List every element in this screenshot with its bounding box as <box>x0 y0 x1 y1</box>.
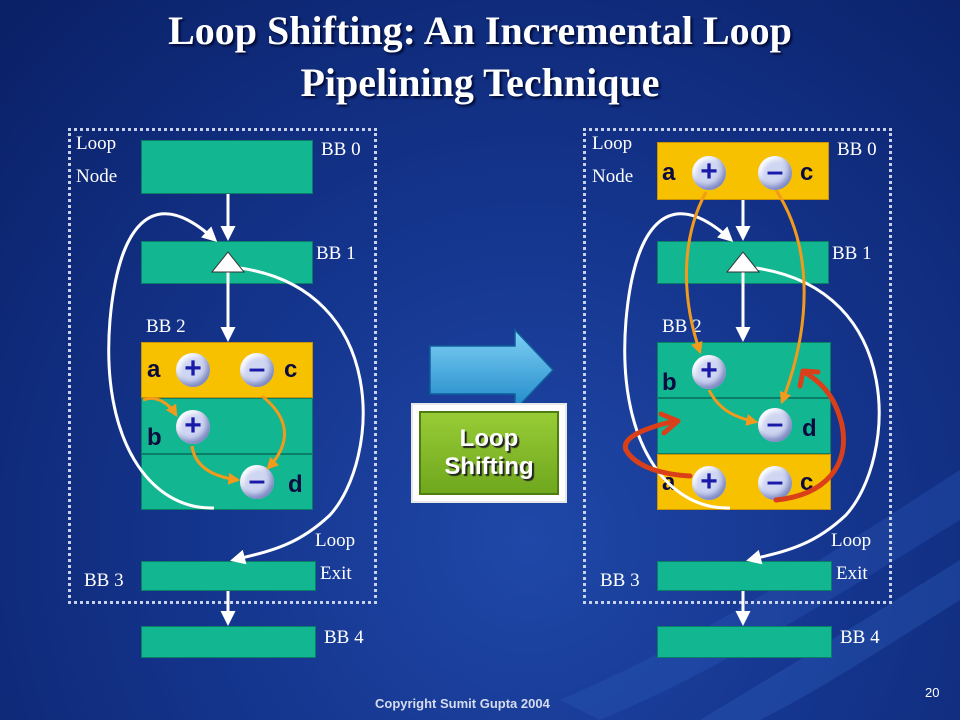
left-dependency-edges <box>142 394 286 485</box>
copyright-footer: Copyright Sumit Gupta 2004 <box>375 696 550 711</box>
right-bb0 <box>657 142 829 200</box>
right-bb3-label: BB 3 <box>600 570 640 591</box>
right-control-flow-edges <box>623 200 881 626</box>
right-loop-node-triangle <box>725 251 761 273</box>
loop-shifting-label-1: Loop <box>459 425 519 452</box>
left-loop-exit-label-1: Loop <box>315 530 356 551</box>
loop-shifting-button-face: Loop Shifting <box>419 411 559 495</box>
slide-title-line1: Loop Shifting: An Incremental Loop <box>168 8 792 53</box>
left-loop-node-label-1: Loop <box>76 133 117 154</box>
left-bb0-label: BB 0 <box>321 139 361 160</box>
left-bb4-label: BB 4 <box>324 627 364 648</box>
right-bb3 <box>657 561 832 591</box>
left-var-d: d <box>288 471 303 498</box>
right-bot-add-op: + <box>692 466 726 500</box>
left-bb2-row1 <box>141 342 313 398</box>
right-bb4-label: BB 4 <box>840 627 880 648</box>
left-bb3 <box>141 561 316 591</box>
right-bot-sub-op: – <box>758 466 792 500</box>
right-sub-op-d: – <box>758 408 792 442</box>
left-bb0 <box>141 140 313 194</box>
right-loop-exit-label-1: Loop <box>831 530 872 551</box>
right-shift-arrows <box>622 368 846 503</box>
right-dependency-edges <box>685 189 806 426</box>
left-add-op-a: + <box>176 353 210 387</box>
right-loop-node-label-1: Loop <box>592 133 633 154</box>
left-loop-node-triangle <box>210 251 246 273</box>
left-bb4 <box>141 626 316 658</box>
right-loop-frame <box>583 128 892 604</box>
loop-shifting-button[interactable]: Loop Shifting <box>411 403 567 503</box>
left-var-b: b <box>147 424 162 451</box>
slide-title-line2: Pipelining Technique <box>300 60 660 105</box>
left-var-a: a <box>147 356 161 383</box>
right-bb0-sub-op: – <box>758 156 792 190</box>
right-bb4 <box>657 626 832 658</box>
left-loop-exit-label-2: Exit <box>320 563 352 584</box>
right-bb0-var-a: a <box>662 159 676 186</box>
right-loop-exit-label-2: Exit <box>836 563 868 584</box>
right-bb0-add-op: + <box>692 156 726 190</box>
left-var-c: c <box>284 356 298 383</box>
left-control-flow-edges <box>107 194 365 626</box>
left-bb2-label: BB 2 <box>146 316 186 337</box>
right-loop-node-label-2: Node <box>592 166 634 187</box>
right-add-op-b: + <box>692 355 726 389</box>
left-bb1-label: BB 1 <box>316 243 356 264</box>
right-var-d: d <box>802 415 817 442</box>
right-bb2-row3 <box>657 454 831 510</box>
right-bb0-var-c: c <box>800 159 814 186</box>
loop-shifting-label-2: Shifting <box>444 453 534 480</box>
right-bb2-row2 <box>657 398 831 454</box>
left-sub-op-c: – <box>240 353 274 387</box>
left-add-op-b: + <box>176 410 210 444</box>
page-number: 20 <box>925 685 940 700</box>
left-bb3-label: BB 3 <box>84 570 124 591</box>
right-bb1-label: BB 1 <box>832 243 872 264</box>
right-bb0-label: BB 0 <box>837 139 877 160</box>
left-loop-node-label-2: Node <box>76 166 118 187</box>
left-sub-op-d: – <box>240 465 274 499</box>
left-bb2-row3 <box>141 454 313 510</box>
right-var-b: b <box>662 369 677 396</box>
left-loop-frame <box>68 128 377 604</box>
